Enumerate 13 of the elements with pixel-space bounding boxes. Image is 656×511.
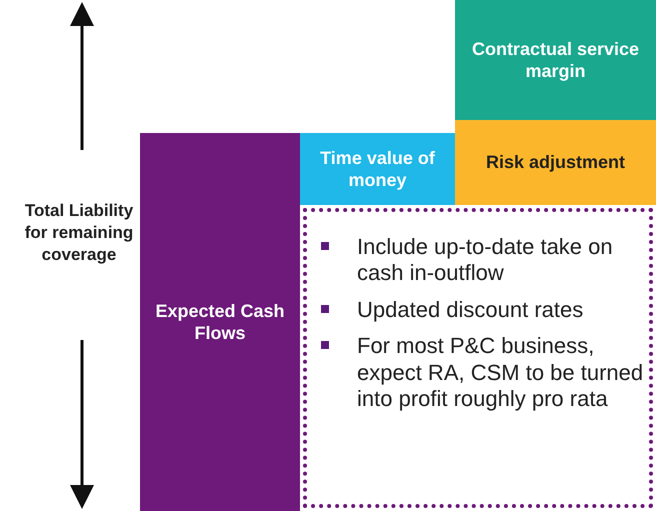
bullet-text: Updated discount rates (307, 296, 649, 324)
bullet-text: Include up-to-date take on cash in-outflow (307, 234, 649, 287)
block-label: Expected Cash Flows (155, 300, 285, 344)
dimension-label: Total Liability for remaining coverage (24, 200, 134, 266)
risk-adjustment-block (455, 120, 656, 205)
bullet-text: For most P&C business, expect RA, CSM to be turned into profit roughly pro rata (307, 333, 649, 412)
block-label: Risk adjustment (486, 151, 626, 174)
cash-flows-block (140, 133, 300, 511)
margin-block (455, 0, 656, 120)
dotted-bullet-box (303, 208, 653, 508)
time-value-block (300, 133, 455, 205)
block-label: Contractual service margin (470, 38, 640, 82)
block-label: Time value of money (319, 146, 436, 192)
